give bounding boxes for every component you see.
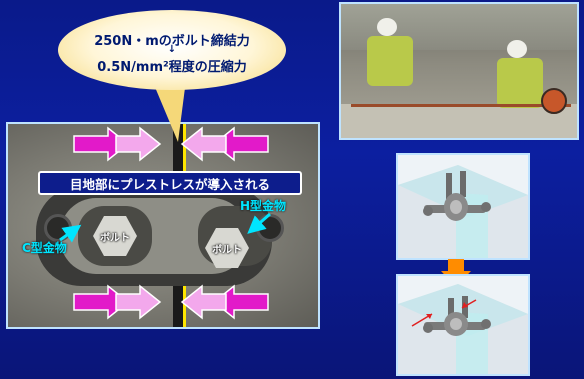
diagram-before-svg: [398, 165, 528, 258]
worker-left: [367, 36, 413, 86]
down-arrow-icon: [441, 259, 471, 287]
h-pointer-arrow: [247, 212, 271, 234]
pointer-arrows: [59, 212, 271, 243]
worker-right: [497, 58, 543, 108]
top-right-arrows: [180, 126, 269, 162]
c-pointer-arrow: [59, 224, 82, 243]
helmet-icon: [377, 18, 397, 36]
compression-arrows: [73, 126, 269, 320]
workers-photo: [339, 2, 579, 140]
bolt-label-right: ボルト: [212, 244, 242, 256]
top-left-arrows: [73, 126, 162, 162]
callout-arrow: ↓: [167, 44, 177, 55]
callout-stress: 0.5N/mm²程度の圧縮力: [97, 60, 247, 75]
bottom-left-arrows: [73, 284, 162, 320]
h-fitting-label: H型金物: [240, 199, 287, 213]
callout-tail: [152, 80, 186, 142]
cable-reel: [541, 88, 567, 114]
helmet-icon-2: [507, 40, 527, 58]
fitting-diagram-after: [396, 274, 530, 376]
cable: [351, 104, 571, 107]
c-fitting-label: C型金物: [22, 241, 67, 255]
bottom-right-arrows: [180, 284, 269, 320]
prestress-banner: 目地部にプレストレスが導入される: [38, 171, 302, 195]
callout-torque: 250N・mのボルト締結力: [94, 34, 250, 49]
bolt-joint-photo: ボルト ボルト 目地部にプレストレスが導入される H型金物 C型金物: [6, 122, 320, 329]
diagram-after-svg: [398, 284, 528, 374]
callout-bubble: 250N・mのボルト締結力 ↓ 0.5N/mm²程度の圧縮力: [58, 10, 286, 90]
bolt-label-left: ボルト: [100, 232, 130, 244]
fitting-diagram-before: [396, 153, 530, 260]
